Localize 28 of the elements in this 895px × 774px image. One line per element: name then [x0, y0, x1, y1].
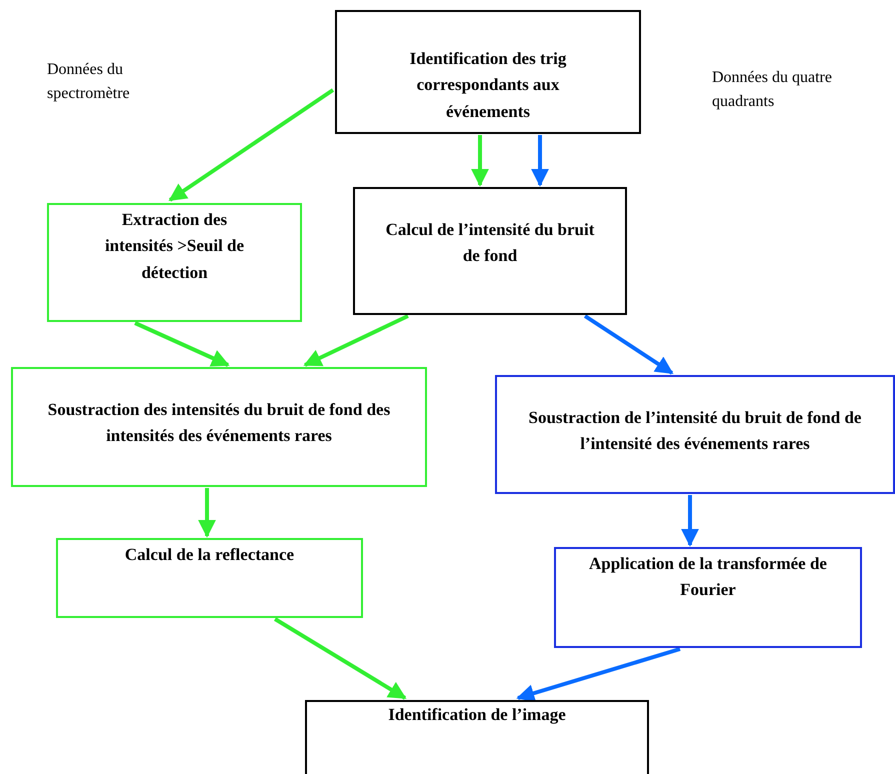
arrow [531, 135, 549, 187]
arrow [303, 314, 409, 367]
step-text: Extraction des intensités >Seuil de détection [104, 209, 246, 284]
step-text: Identification des trig correspondants aux événements [408, 48, 568, 123]
process-box [11, 367, 427, 487]
process-box [335, 10, 641, 134]
arrow [516, 647, 681, 702]
step-text: Calcul de la reflectance [124, 544, 296, 566]
arrow [134, 321, 230, 367]
data-source-label: Données du quatre quadrants [712, 68, 833, 112]
arrow [681, 495, 699, 547]
process-box [495, 375, 895, 494]
step-text: Identification de l’image [387, 704, 567, 726]
step-text: Soustraction de l’intensité du bruit de fond de l’intensité des événements rares [528, 407, 862, 456]
arrow [274, 617, 407, 700]
arrow [471, 135, 489, 187]
process-box [554, 547, 862, 648]
step-text: Soustraction des intensités du bruit de fond des intensités des événements rares [46, 399, 392, 448]
step-text: Application de la transformée de Fourier [588, 553, 828, 602]
process-box [47, 203, 302, 322]
process-box [56, 538, 363, 618]
arrow [584, 314, 674, 375]
data-source-label: Données du spectromètre [47, 60, 131, 104]
process-box [353, 187, 627, 315]
arrow [168, 88, 334, 202]
arrow [198, 488, 216, 538]
step-text: Calcul de l’intensité du bruit de fond [384, 219, 596, 268]
process-box [305, 700, 649, 774]
